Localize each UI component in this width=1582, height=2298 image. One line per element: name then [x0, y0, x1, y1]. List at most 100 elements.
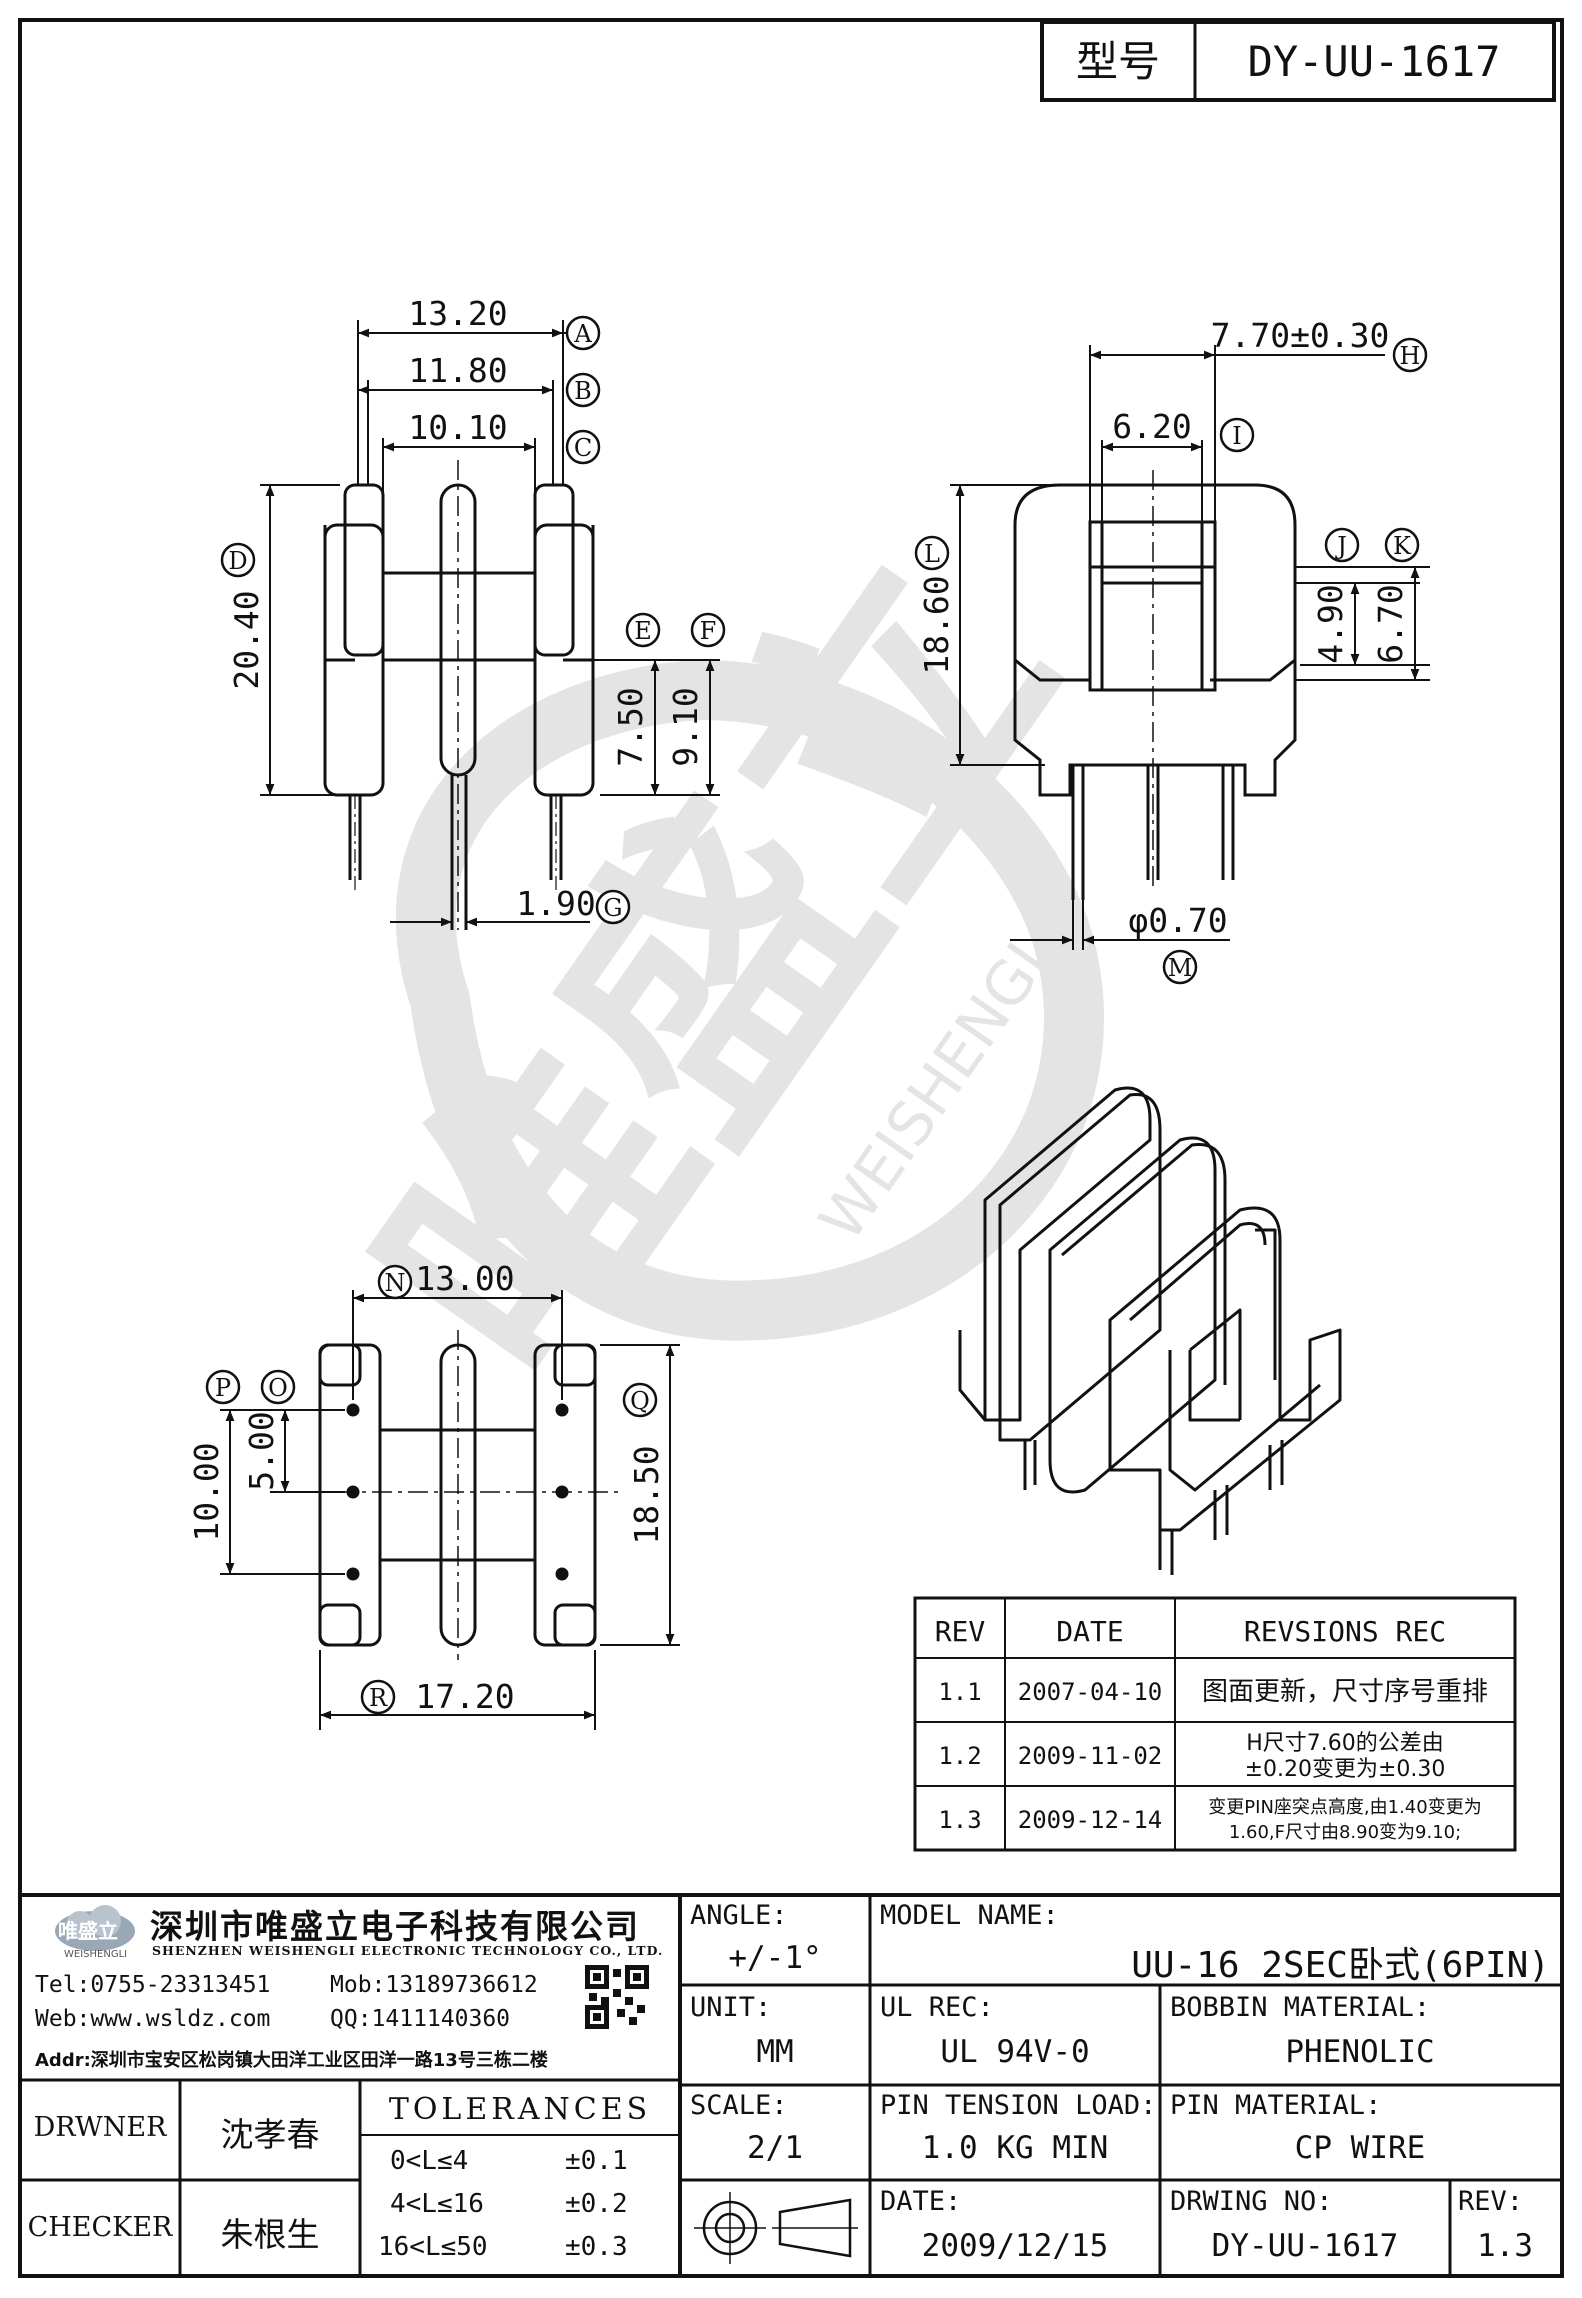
- rev-row3-rec2: 1.60,F尺寸由8.90变为9.10;: [1229, 1822, 1461, 1843]
- rev-row2-date: 2009-11-02: [1018, 1742, 1163, 1770]
- ul-rec-label: UL REC:: [880, 1992, 994, 2023]
- projection-symbol: [694, 2192, 858, 2264]
- tolerance-value-3: ±0.3: [565, 2232, 628, 2262]
- rev-value: 1.3: [1477, 2228, 1533, 2264]
- tag-l: L: [924, 540, 940, 568]
- tag-b: B: [574, 377, 592, 405]
- dim-l-value: 18.60: [917, 575, 956, 674]
- ul-rec-value: UL 94V-0: [940, 2034, 1090, 2070]
- tolerance-range-3: 16<L≤50: [378, 2232, 488, 2262]
- side-dimensions: [950, 345, 1430, 950]
- rev-header-rev: REV: [935, 1615, 986, 1648]
- rev-row2-rec1: H尺寸7.60的公差由: [1246, 1731, 1444, 1756]
- dim-n-value: 13.00: [415, 1259, 514, 1298]
- company-addr: Addr:深圳市宝安区松岗镇大田洋工业区田洋一路13号三栋二楼: [35, 2050, 548, 2071]
- dim-q-value: 18.50: [627, 1445, 666, 1544]
- front-dim-tags: [220, 315, 726, 925]
- isometric-view: [958, 1086, 1342, 1575]
- drawer-label: DRWNER: [33, 2112, 167, 2143]
- rev-row1-rev: 1.1: [938, 1678, 981, 1706]
- checker-value: 朱根生: [220, 2215, 320, 2254]
- scale-label: SCALE:: [690, 2090, 788, 2121]
- front-view: [323, 460, 595, 930]
- front-dimensions: [260, 320, 720, 927]
- angle-value: +/-1°: [728, 1940, 822, 1976]
- dim-c-value: 10.10: [408, 408, 507, 447]
- tag-p: P: [215, 1374, 231, 1402]
- dim-g-value: 1.90: [516, 884, 595, 923]
- company-logo-en: WEISHENGLI: [64, 1949, 128, 1960]
- dim-a-value: 13.20: [408, 294, 507, 333]
- pin-tension-value: 1.0 KG MIN: [921, 2130, 1109, 2166]
- tag-q: Q: [630, 1387, 650, 1415]
- tag-n: N: [385, 1269, 406, 1297]
- tag-i: I: [1232, 422, 1241, 450]
- dim-i-value: 6.20: [1112, 407, 1191, 446]
- unit-label: UNIT:: [690, 1992, 772, 2023]
- bobbin-material-label: BOBBIN MATERIAL:: [1170, 1992, 1431, 2023]
- sheet-border: [18, 18, 1564, 2278]
- pin-material-label: PIN MATERIAL:: [1170, 2090, 1382, 2121]
- tolerance-range-1: 0<L≤4: [390, 2146, 469, 2176]
- dim-f-value: 9.10: [666, 687, 705, 766]
- company-name-cn: 深圳市唯盛立电子科技有限公司: [150, 1907, 640, 1946]
- company-tel: Tel:0755-23313451: [35, 1972, 271, 1998]
- dim-e-value: 7.50: [611, 687, 650, 766]
- tolerance-value-1: ±0.1: [565, 2146, 628, 2176]
- revision-table: [913, 1596, 1517, 1852]
- dim-b-value: 11.80: [408, 351, 507, 390]
- drawer-value: 沈孝春: [220, 2115, 320, 2154]
- bobbin-material-value: PHENOLIC: [1285, 2034, 1435, 2070]
- tag-m: M: [1168, 954, 1193, 982]
- dim-k-value: 6.70: [1371, 584, 1410, 663]
- bottom-dimensions: [220, 1290, 680, 1730]
- dim-m-value: φ0.70: [1128, 901, 1227, 940]
- tag-c: C: [574, 434, 592, 462]
- drawing-no-value: DY-UU-1617: [1211, 2228, 1399, 2264]
- tag-f: F: [700, 617, 717, 645]
- rev-row2-rev: 1.2: [938, 1742, 981, 1770]
- qr-code-icon: [585, 1965, 649, 2029]
- date-label: DATE:: [880, 2186, 962, 2217]
- rev-row1-date: 2007-04-10: [1018, 1678, 1163, 1706]
- tag-g: G: [603, 894, 622, 922]
- checker-label: CHECKER: [27, 2212, 173, 2243]
- bottom-view: [300, 1330, 620, 1660]
- tolerances-label: TOLERANCES: [388, 2092, 652, 2127]
- tag-o: O: [268, 1374, 288, 1402]
- dim-r-value: 17.20: [415, 1677, 514, 1716]
- drawing-no-label: DRWING NO:: [1170, 2186, 1333, 2217]
- tag-d: D: [228, 547, 247, 575]
- tag-r: R: [369, 1684, 388, 1712]
- pin-material-value: CP WIRE: [1294, 2130, 1426, 2166]
- rev-row1-rec: 图面更新，尺寸序号重排: [1202, 1677, 1488, 1707]
- company-mob: Mob:13189736612: [330, 1972, 538, 1998]
- rev-label: REV:: [1458, 2186, 1524, 2217]
- company-qq: QQ:1411140360: [330, 2006, 511, 2032]
- dim-j-value: 4.90: [1311, 584, 1350, 663]
- company-logo-cn: 唯盛立: [58, 1919, 118, 1943]
- dim-o-value: 5.00: [242, 1411, 281, 1490]
- pin-tension-label: PIN TENSION LOAD:: [880, 2090, 1157, 2121]
- header-model-value: DY-UU-1617: [1248, 37, 1501, 86]
- rev-row2-rec2: ±0.20变更为±0.30: [1245, 1757, 1446, 1782]
- tag-a: A: [573, 320, 592, 348]
- angle-label: ANGLE:: [690, 1900, 788, 1931]
- date-value: 2009/12/15: [921, 2228, 1109, 2264]
- company-web: Web:www.wsldz.com: [35, 2006, 271, 2032]
- tolerance-value-2: ±0.2: [565, 2189, 628, 2219]
- model-name-label: MODEL NAME:: [880, 1900, 1059, 1931]
- dim-p-value: 10.00: [187, 1442, 226, 1541]
- rev-row3-rec1: 变更PIN座突点高度,由1.40变更为: [1208, 1797, 1481, 1818]
- tag-k: K: [1393, 532, 1412, 560]
- dim-d-value: 20.40: [227, 590, 266, 689]
- header-model-label: 型号: [1076, 37, 1160, 86]
- tag-j: J: [1334, 532, 1347, 560]
- tag-h: H: [1400, 342, 1421, 370]
- rev-header-date: DATE: [1056, 1615, 1123, 1648]
- rev-header-rec: REVSIONS REC: [1244, 1615, 1446, 1648]
- company-logo: 唯盛立 WEISHENGLI: [50, 1905, 140, 1963]
- dim-h-value: 7.70±0.30: [1211, 316, 1390, 355]
- header-model-box: 型号 DY-UU-1617: [1040, 20, 1556, 102]
